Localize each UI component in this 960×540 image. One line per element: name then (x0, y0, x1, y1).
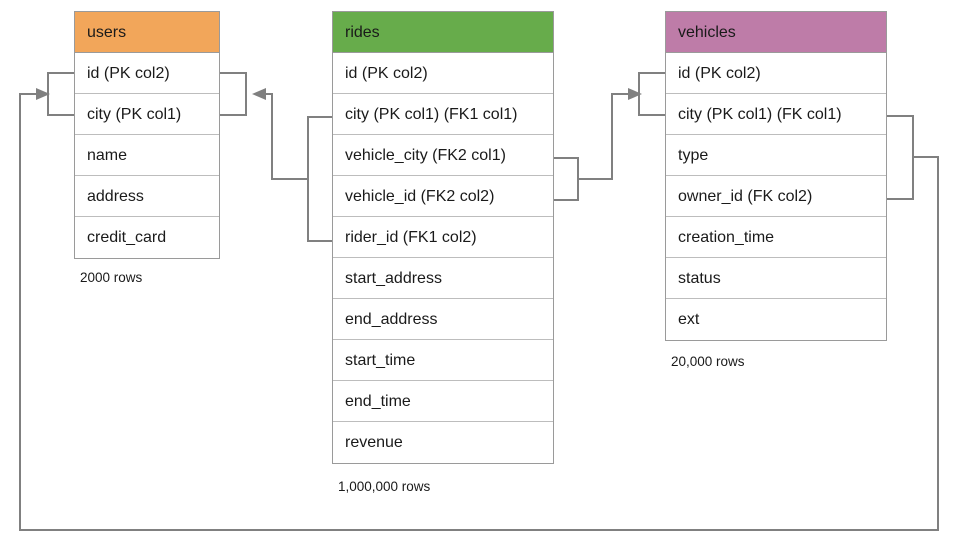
table-rides-column-revenue[interactable]: revenue (333, 422, 553, 463)
table-vehicles-column-creation-time[interactable]: creation_time (666, 217, 886, 258)
table-rides-column-end-time[interactable]: end_time (333, 381, 553, 422)
table-users-row-count: 2000 rows (80, 270, 143, 285)
rides-fk1-arrowhead (252, 88, 266, 100)
table-vehicles-column-owner-id[interactable]: owner_id (FK col2) (666, 176, 886, 217)
rides-fk2-connector (578, 93, 628, 180)
table-rides-column-city[interactable]: city (PK col1) (FK1 col1) (333, 94, 553, 135)
table-users[interactable]: users id (PK col2) city (PK col1) name a… (74, 11, 220, 259)
vehicles-left-bracket (638, 72, 665, 116)
table-vehicles-header: vehicles (666, 12, 886, 53)
table-rides-column-id[interactable]: id (PK col2) (333, 53, 553, 94)
table-users-column-city[interactable]: city (PK col1) (75, 94, 219, 135)
table-vehicles-column-type[interactable]: type (666, 135, 886, 176)
table-users-header: users (75, 12, 219, 53)
table-users-column-credit-card[interactable]: credit_card (75, 217, 219, 258)
vehicles-fk-arrowhead (36, 88, 50, 100)
table-rides-column-end-address[interactable]: end_address (333, 299, 553, 340)
table-rides-column-start-time[interactable]: start_time (333, 340, 553, 381)
table-users-column-id[interactable]: id (PK col2) (75, 53, 219, 94)
table-rides-column-vehicle-id[interactable]: vehicle_id (FK2 col2) (333, 176, 553, 217)
table-rides-column-rider-id[interactable]: rider_id (FK1 col2) (333, 217, 553, 258)
table-vehicles-column-city[interactable]: city (PK col1) (FK col1) (666, 94, 886, 135)
rides-fk1-connector (264, 93, 308, 180)
table-users-column-address[interactable]: address (75, 176, 219, 217)
table-vehicles-column-id[interactable]: id (PK col2) (666, 53, 886, 94)
table-rides[interactable]: rides id (PK col2) city (PK col1) (FK1 c… (332, 11, 554, 464)
table-vehicles-column-ext[interactable]: ext (666, 299, 886, 340)
table-users-column-name[interactable]: name (75, 135, 219, 176)
table-vehicles-row-count: 20,000 rows (671, 354, 745, 369)
table-rides-column-start-address[interactable]: start_address (333, 258, 553, 299)
rides-fk2-bracket (554, 157, 579, 201)
vehicles-right-bracket (887, 115, 914, 200)
rides-fk2-arrowhead (628, 88, 642, 100)
table-rides-column-vehicle-city[interactable]: vehicle_city (FK2 col1) (333, 135, 553, 176)
table-vehicles[interactable]: vehicles id (PK col2) city (PK col1) (FK… (665, 11, 887, 341)
table-vehicles-column-status[interactable]: status (666, 258, 886, 299)
rides-fk1-bracket (307, 116, 332, 242)
table-rides-row-count: 1,000,000 rows (338, 479, 431, 494)
table-rides-header: rides (333, 12, 553, 53)
users-right-bracket (220, 72, 247, 116)
users-left-bracket (47, 72, 74, 116)
